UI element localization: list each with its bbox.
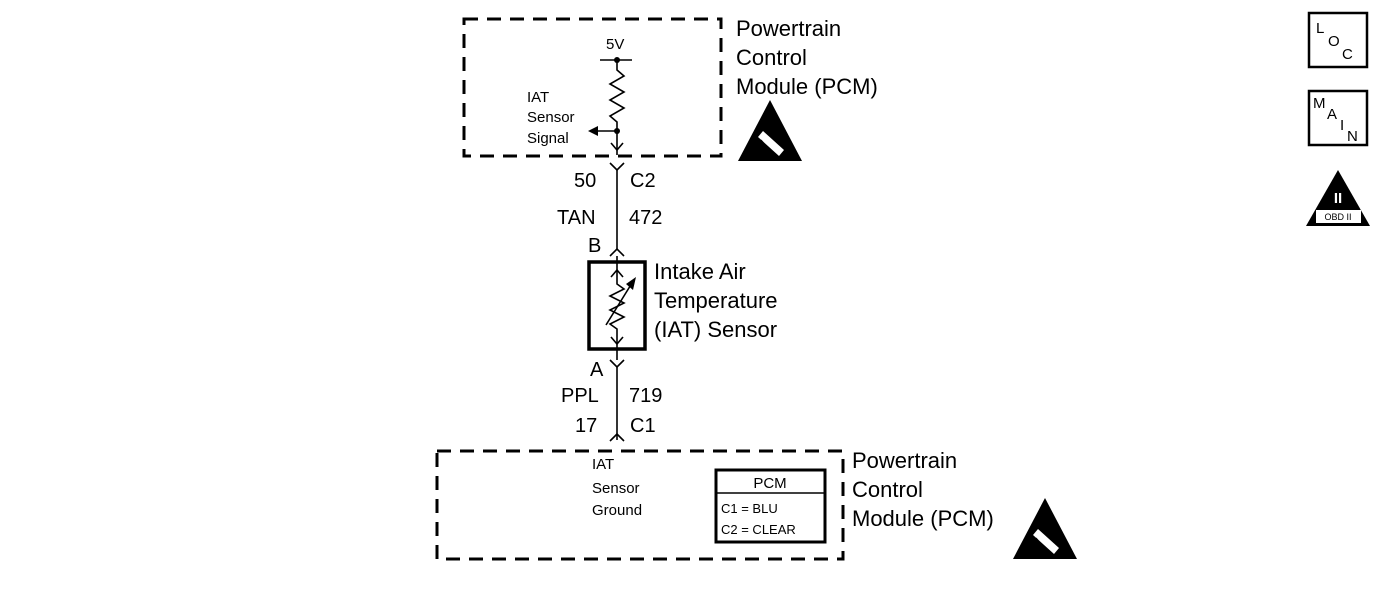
esd-warning-icon	[738, 100, 802, 161]
pcm-top-title-line3: Module (PCM)	[736, 74, 878, 99]
wire-top-circuit: 472	[629, 207, 662, 229]
ground-label-line2: Sensor	[592, 480, 640, 497]
pcm-bottom-boundary	[435, 449, 845, 561]
pcm-top-title-line1: Powertrain	[736, 16, 841, 41]
connector-top-pin: 50	[574, 170, 596, 192]
ground-label-line3: Ground	[592, 502, 642, 519]
thermistor-arrow-head-icon	[626, 277, 636, 290]
obd-label-plate	[1316, 210, 1361, 223]
pcm-bottom-title-line3: Module (PCM)	[852, 506, 994, 531]
loc-letter-o: O	[1328, 33, 1340, 50]
connector-top-id: C2	[630, 170, 656, 192]
signal-label-line3: Signal	[527, 130, 569, 147]
pcm-top-title-line2: Control	[736, 45, 807, 70]
sensor-arrow-down-icon	[610, 336, 624, 346]
signal-label-line2: Sensor	[527, 109, 575, 126]
sensor-title-line1: Intake Air	[654, 259, 746, 284]
pcm-bottom-title-line1: Powertrain	[852, 448, 957, 473]
connector-top: 50 C2 TAN 472 B	[557, 162, 662, 257]
legend-header: PCM	[753, 475, 786, 492]
sensor-pin-b: B	[588, 235, 601, 257]
connector-bottom-id: C1	[630, 415, 656, 437]
sensor-pin-b-male-icon	[609, 247, 625, 257]
connector-bottom: A PPL 719 17 C1	[561, 359, 662, 442]
pcm-bottom-title-line2: Control	[852, 477, 923, 502]
pcm-top-module: Powertrain Control Module (PCM) 5V IAT S…	[462, 16, 878, 161]
pcm-bottom-module: IAT Sensor Ground PCM C1 = BLU C2 = CLEA…	[435, 448, 1077, 561]
legend-row-c2: C2 = CLEAR	[721, 522, 796, 537]
pcm-top-boundary	[462, 17, 723, 158]
obd-numeral: II	[1334, 190, 1342, 207]
sensor-title-line3: (IAT) Sensor	[654, 317, 777, 342]
main-letter-a: A	[1327, 106, 1337, 123]
sensor-pin-a: A	[590, 359, 604, 381]
main-letter-n: N	[1347, 128, 1358, 145]
pcm-top-arrow-icon	[610, 142, 624, 152]
wire-bottom-circuit: 719	[629, 385, 662, 407]
connector-top-female-icon	[609, 162, 625, 172]
obd-ii-button[interactable]: II OBD II	[1306, 170, 1370, 226]
connector-bottom-male-icon	[609, 432, 625, 442]
main-letter-i: I	[1340, 117, 1344, 134]
main-letter-m: M	[1313, 95, 1326, 112]
connector-legend: PCM C1 = BLU C2 = CLEAR	[714, 468, 827, 544]
sensor-title-line2: Temperature	[654, 288, 778, 313]
legend-row-c1: C1 = BLU	[721, 501, 778, 516]
legend-frame	[714, 468, 827, 544]
loc-letter-c: C	[1342, 46, 1353, 63]
wire-bottom-color: PPL	[561, 385, 599, 407]
thermistor-variable-arrow	[605, 282, 633, 326]
voltage-label: 5V	[606, 36, 624, 53]
loc-letter-l: L	[1316, 20, 1324, 37]
ground-label-line1: IAT	[592, 456, 614, 473]
sensor-pin-a-female-icon	[609, 359, 625, 369]
connector-bottom-pin: 17	[575, 415, 597, 437]
signal-arrow-icon	[588, 126, 598, 136]
wire-top-color: TAN	[557, 207, 596, 229]
main-button[interactable]: M A I N	[1307, 89, 1369, 147]
pullup-resistor-icon	[608, 60, 626, 155]
signal-label-line1: IAT	[527, 89, 549, 106]
loc-button[interactable]: L O C	[1307, 11, 1369, 69]
esd-warning-icon	[1013, 498, 1077, 559]
obd-label: OBD II	[1324, 212, 1351, 222]
iat-sensor: Intake Air Temperature (IAT) Sensor	[587, 256, 778, 360]
